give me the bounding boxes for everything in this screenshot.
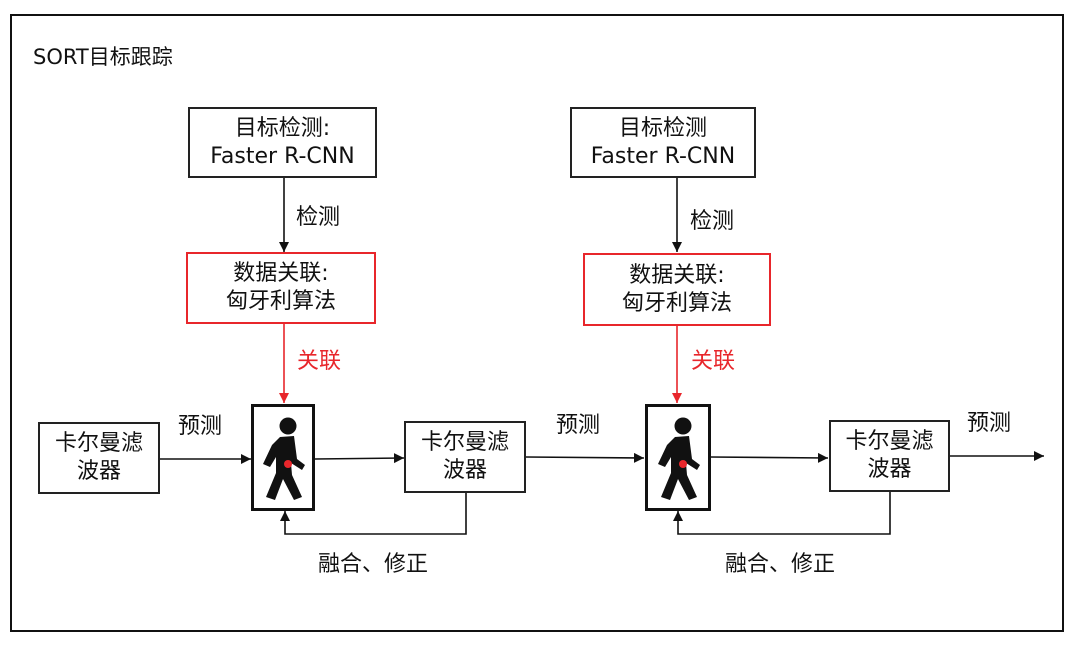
feedback-arrow-1 [280, 493, 467, 535]
association-right-line2: 匈牙利算法 [621, 290, 732, 316]
detector-right-line2: Faster R-CNN [590, 143, 736, 169]
association-right-line1: 数据关联: [629, 262, 725, 288]
kalman-filter-1-line2: 波器 [76, 459, 121, 484]
track-arrow-1 [314, 453, 405, 464]
kalman-filter-3-line2: 波器 [867, 457, 912, 482]
detector-box-left: 目标检测: Faster R-CNN [188, 107, 377, 178]
association-box-left: 数据关联: 匈牙利算法 [186, 252, 376, 324]
associate-label-right: 关联 [691, 349, 736, 374]
diagram-title: SORT目标跟踪 [33, 45, 173, 69]
detect-label-left: 检测 [296, 205, 341, 230]
detector-box-right: 目标检测 Faster R-CNN [570, 107, 756, 178]
fuse-label-1: 融合、修正 [318, 552, 429, 577]
detect-label-right: 检测 [690, 209, 735, 234]
predict-label-2: 预测 [556, 413, 601, 438]
walking-person-icon [263, 417, 305, 500]
predict-arrow-2 [525, 452, 645, 463]
feedback-arrow-2 [673, 492, 891, 535]
tracked-object-box-1 [251, 404, 315, 511]
detector-right-line1: 目标检测 [618, 115, 707, 141]
kalman-filter-1-line1: 卡尔曼滤 [54, 431, 143, 456]
associate-label-left: 关联 [297, 349, 342, 374]
walking-person-icon [658, 417, 700, 500]
kalman-filter-box-3: 卡尔曼滤 波器 [829, 420, 950, 492]
track-arrow-2 [709, 452, 829, 463]
detector-left-line2: Faster R-CNN [210, 143, 355, 169]
tracked-object-box-2 [645, 404, 711, 511]
predict-label-3: 预测 [967, 411, 1012, 436]
detector-left-line1: 目标检测: [234, 115, 331, 141]
association-left-line1: 数据关联: [233, 261, 329, 286]
fuse-label-2: 融合、修正 [725, 552, 836, 577]
association-box-right: 数据关联: 匈牙利算法 [583, 253, 771, 326]
diagram-frame [10, 14, 1064, 632]
kalman-filter-box-1: 卡尔曼滤 波器 [38, 422, 160, 494]
kalman-filter-2-line1: 卡尔曼滤 [420, 430, 509, 455]
kalman-filter-box-2: 卡尔曼滤 波器 [404, 421, 526, 493]
predict-label-1: 预测 [178, 414, 223, 439]
kalman-filter-3-line1: 卡尔曼滤 [845, 429, 934, 454]
kalman-filter-2-line2: 波器 [442, 458, 487, 483]
association-left-line2: 匈牙利算法 [225, 289, 336, 314]
